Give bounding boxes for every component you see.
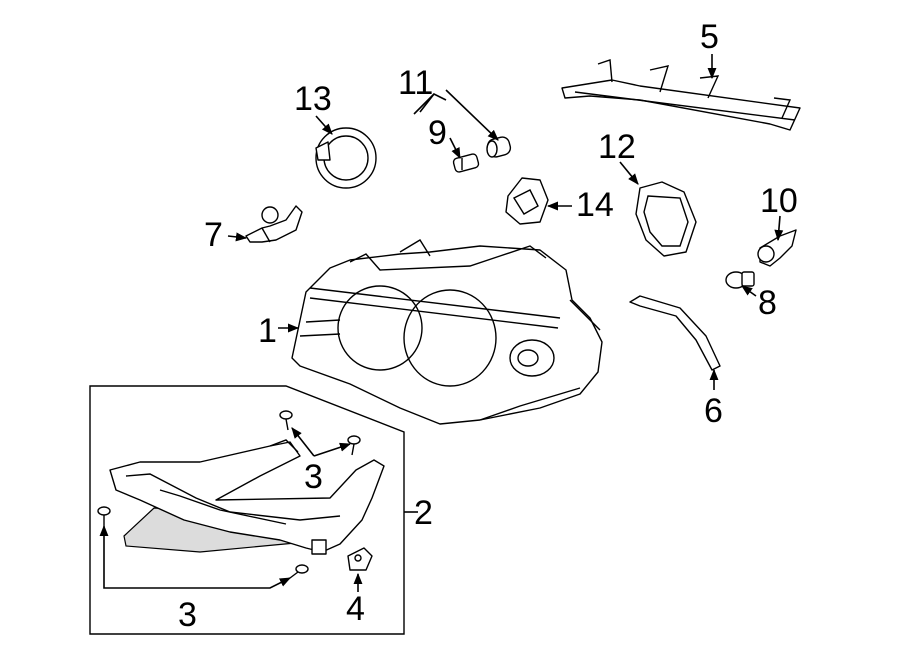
callout-4: 4: [346, 590, 365, 628]
callout-7: 7: [204, 216, 223, 254]
part-2-bracket: [109, 439, 385, 555]
callout-9: 9: [428, 114, 447, 152]
callout-5: 5: [700, 18, 719, 56]
callout-12: 12: [598, 128, 636, 166]
callout-13: 13: [294, 80, 332, 118]
callout-11: 11: [398, 64, 433, 102]
leader-lines: [99, 54, 784, 592]
part-11-bulb: [486, 136, 512, 158]
part-6-trim-strip: [629, 295, 721, 371]
callout-10: 10: [760, 182, 798, 220]
screw-mid: [347, 435, 361, 456]
callout-8: 8: [758, 284, 777, 322]
callout-1: 1: [258, 312, 277, 350]
screw-top: [279, 410, 293, 431]
callout-3-lower: 3: [178, 596, 197, 634]
part-7-bulb: [245, 205, 303, 243]
callout-6: 6: [704, 392, 723, 430]
part-13-ring: [315, 127, 377, 189]
callout-14: 14: [576, 186, 614, 224]
part-8-bulb: [725, 271, 755, 289]
screw-left: [97, 506, 111, 526]
part-10-socket: [757, 229, 797, 267]
part-1-headlamp-assembly: [291, 239, 603, 425]
part-12-cover: [635, 181, 697, 257]
callout-3-upper: 3: [304, 458, 323, 496]
part-9-bulb: [452, 153, 480, 173]
callout-2: 2: [414, 494, 433, 532]
bracket-group-frame: [89, 385, 405, 635]
part-5-mounting-bracket: [561, 59, 801, 131]
part-4-clip-nut: [347, 547, 373, 571]
screw-bottom: [289, 564, 309, 579]
part-14-module: [505, 177, 549, 225]
